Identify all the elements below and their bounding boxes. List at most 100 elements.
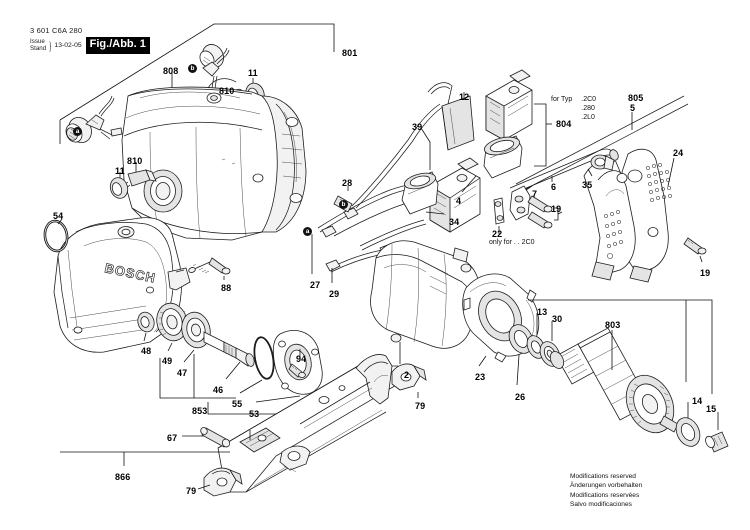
leader-54 xyxy=(57,218,63,225)
callout-29: 29 xyxy=(329,289,340,299)
issue-label-de: Stand xyxy=(30,44,47,52)
leader-24 xyxy=(667,157,675,187)
leader-39 xyxy=(420,127,431,170)
part-22-link xyxy=(493,197,505,225)
callout-48: 48 xyxy=(141,346,152,356)
leader-49 xyxy=(167,342,173,352)
part-46-spindle xyxy=(203,331,255,367)
part-47-bearing-assembly xyxy=(181,311,211,349)
part-88-spring-screw xyxy=(188,257,231,275)
callout-810b: 810 xyxy=(127,156,143,166)
part-19-screw-right xyxy=(683,237,707,255)
leader-7 xyxy=(525,185,533,191)
part-79-lever-upper xyxy=(391,363,427,391)
part-808-cable-assembly xyxy=(65,95,123,143)
part-53-bearing-flange xyxy=(272,330,323,395)
leader-23 xyxy=(478,355,487,367)
callout-4: 4 xyxy=(456,196,462,206)
callout-803: 803 xyxy=(605,320,621,330)
callout-88: 88 xyxy=(221,283,232,293)
figure-badge: Fig./Abb. 1 xyxy=(85,37,150,55)
only-for-text: only for . . 2C0 xyxy=(489,239,535,246)
part-39-switch-lower xyxy=(429,157,481,233)
callout-853: 853 xyxy=(192,406,208,416)
document-header: 3 601 C6A 280 Issue Stand } 13-02-05 Fig… xyxy=(30,26,150,55)
callout-2: 2 xyxy=(404,370,410,380)
callout-27: 27 xyxy=(310,280,321,290)
part-810-brush-bottom xyxy=(121,169,157,191)
part-801-motor-housing xyxy=(121,78,307,241)
leader-79-bottom xyxy=(197,484,211,490)
leader-46 xyxy=(225,361,241,380)
callout-804: 804 xyxy=(556,119,572,129)
issue-row: Issue Stand } 13-02-05 Fig./Abb. 1 xyxy=(30,37,150,55)
reference-letter-b-3: b xyxy=(339,200,348,209)
modifications-footer: Modifications reserved Änderungen vorbeh… xyxy=(570,472,642,509)
part-19-screws-left xyxy=(527,195,563,229)
callout-47: 47 xyxy=(177,368,188,378)
leader-4 xyxy=(461,175,477,193)
issue-date: 13-02-05 xyxy=(54,41,82,49)
callout-22: 22 xyxy=(492,229,503,239)
part-48-bearing xyxy=(137,311,155,333)
leader-19-right xyxy=(699,255,703,263)
bracket-866 xyxy=(60,451,230,466)
footer-line-de: Änderungen vorbehalten xyxy=(570,482,643,490)
callout-7: 7 xyxy=(532,189,538,199)
callout-15: 15 xyxy=(706,404,717,414)
reference-letter-a-2: a xyxy=(303,227,312,236)
bracket-804 xyxy=(534,103,552,167)
issue-label: Issue Stand xyxy=(30,37,47,53)
reference-letter-a-0: a xyxy=(73,127,82,136)
leader-47 xyxy=(183,349,195,363)
callout-53: 53 xyxy=(249,409,260,419)
for-typ-variant-2: .2L0 xyxy=(581,114,595,122)
callout-24: 24 xyxy=(673,148,684,158)
part-14-bearing xyxy=(675,417,701,447)
issue-label-en: Issue xyxy=(30,37,45,45)
brace-glyph: } xyxy=(48,37,52,53)
part-2-stator xyxy=(370,240,480,349)
callout-79b: 79 xyxy=(186,486,197,496)
bracket-803 xyxy=(528,299,713,394)
leader-53 xyxy=(255,395,301,403)
callout-810a: 810 xyxy=(219,86,235,96)
callout-39: 39 xyxy=(412,122,423,132)
reference-letter-b-1: b xyxy=(188,64,197,73)
callout-54: 54 xyxy=(53,211,64,221)
part-4-collar xyxy=(483,135,523,179)
footer-line-en: Modifications reserved xyxy=(570,473,636,480)
part-12-switch-upper xyxy=(485,69,533,141)
leader-801 xyxy=(59,23,335,121)
part-803-armature xyxy=(549,327,679,434)
leader-48 xyxy=(143,332,147,342)
callout-6: 6 xyxy=(551,182,557,192)
callout-28: 28 xyxy=(342,178,353,188)
part-54-o-ring xyxy=(43,219,69,253)
footer-line-fr: Modifications reservées xyxy=(570,491,640,499)
part-34-collar xyxy=(401,171,439,215)
callout-79a: 79 xyxy=(415,401,426,411)
callout-866: 866 xyxy=(115,472,131,482)
part-94-screw xyxy=(288,363,306,378)
part-49-gear xyxy=(156,302,188,342)
callout-11a: 11 xyxy=(248,68,258,78)
callout-30: 30 xyxy=(552,314,563,324)
leader-55 xyxy=(239,379,263,394)
callout-12: 12 xyxy=(459,92,470,102)
callout-46: 46 xyxy=(213,385,224,395)
part-11-ring-bottom xyxy=(109,177,129,199)
callout-19a: 19 xyxy=(551,204,562,214)
callout-11b: 11 xyxy=(115,166,125,176)
callout-67: 67 xyxy=(167,433,178,443)
for-typ-note: for Typ .2C0 .280 .2L0 xyxy=(551,95,596,122)
part-12-cover xyxy=(427,82,475,151)
callout-49: 49 xyxy=(162,356,173,366)
callout-94: 94 xyxy=(296,354,307,364)
part-866-base-plate xyxy=(217,354,399,493)
callout-808: 808 xyxy=(163,66,179,76)
part-7-clamp-block xyxy=(509,185,531,221)
bracket-853 xyxy=(159,354,300,415)
